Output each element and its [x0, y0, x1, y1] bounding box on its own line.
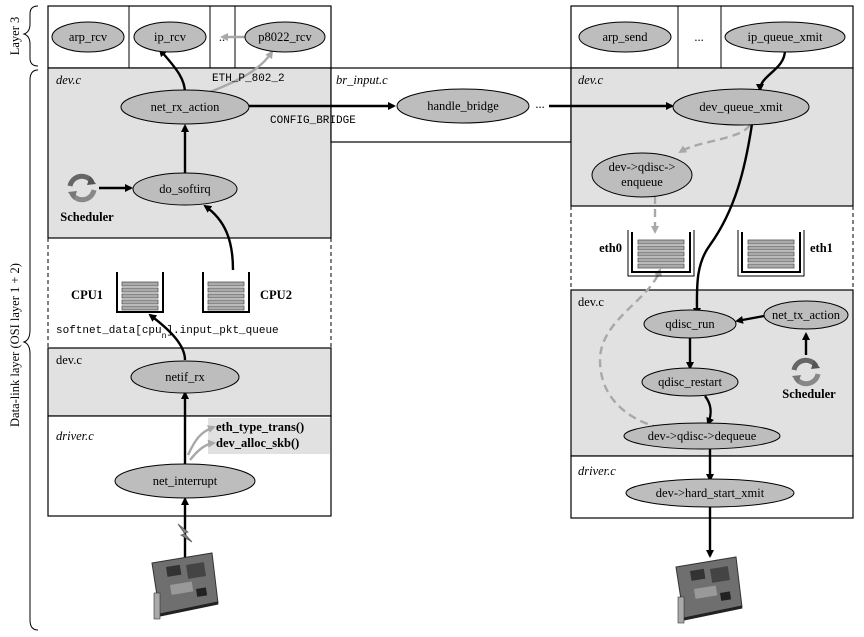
lightning-icon — [177, 523, 193, 543]
network-card-icon — [675, 556, 743, 624]
cpu1-queue-icon — [116, 272, 164, 313]
eth1-queue-icon — [737, 230, 805, 277]
net-tx-action-node — [763, 300, 849, 330]
rx-driver-c-label: driver.c — [56, 429, 94, 443]
eth-p-802-2-label: ETH_P_802_2 — [212, 73, 285, 85]
br-input-label: br_input.c — [336, 73, 388, 87]
tx-layer3-dots: ... — [694, 30, 703, 44]
input-pkt-queue-label: softnet_data[cpun].input_pkt_queue — [56, 325, 279, 341]
qdisc-run-label: qdisc_run — [665, 317, 715, 331]
p8022-rcv-node — [244, 21, 326, 53]
enqueue-node — [591, 152, 693, 198]
cpu2-queue-icon — [202, 272, 250, 313]
eth-type-trans-label: eth_type_trans() — [216, 420, 304, 434]
dev-alloc-skb-label: dev_alloc_skb() — [216, 436, 299, 450]
tx-driver-c-label: driver.c — [578, 464, 616, 478]
handle-bridge-node — [396, 88, 530, 124]
enqueue-label-line1: dev->qdisc-> — [609, 160, 676, 174]
scheduler-cycle-icon — [67, 173, 97, 203]
ip-queue-xmit-node — [724, 21, 846, 53]
dev-queue-xmit-node — [672, 88, 810, 126]
enqueue-label-line2: enqueue — [621, 175, 663, 189]
hard-start-xmit-label: dev->hard_start_xmit — [656, 486, 765, 500]
qdisc-restart-label: qdisc_restart — [658, 375, 722, 389]
scheduler-cycle-icon — [791, 357, 821, 387]
layer3-label: Layer 3 — [8, 17, 22, 56]
config-bridge-label: CONFIG_BRIDGE — [270, 115, 356, 127]
arp-send-label: arp_send — [602, 30, 648, 44]
eth0-queue-icon — [627, 230, 695, 277]
netif-rx-node — [130, 360, 240, 394]
rx-dev-c-label: dev.c — [56, 73, 82, 87]
eth0-label: eth0 — [599, 241, 622, 255]
net-interrupt-label: net_interrupt — [153, 474, 218, 488]
handle-bridge-label: handle_bridge — [427, 99, 499, 113]
netif-dev-c-label: dev.c — [56, 353, 82, 367]
dequeue-label: dev->qdisc->dequeue — [648, 429, 757, 443]
tx-scheduler-label: Scheduler — [782, 387, 836, 401]
ip-rcv-node — [133, 21, 207, 53]
arp-send-node — [578, 21, 672, 53]
bridge-dots: ... — [535, 97, 544, 111]
do-softirq-node — [132, 172, 238, 206]
net-tx-action-label: net_tx_action — [772, 308, 841, 322]
qdisc-run-node — [643, 309, 737, 339]
do-softirq-label: do_softirq — [159, 182, 211, 196]
ip-rcv-label: ip_rcv — [154, 30, 187, 44]
hard-start-xmit-node — [625, 478, 795, 508]
datalink-layer-label: Data-link layer (OSI layer 1 + 2) — [8, 263, 22, 427]
arp-rcv-label: arp_rcv — [69, 30, 108, 44]
rx-layer3-dots: .. — [219, 30, 225, 44]
cpu1-label: CPU1 — [71, 288, 103, 302]
eth1-label: eth1 — [810, 241, 833, 255]
net-rx-action-node — [120, 89, 250, 125]
qdisc-restart-node — [641, 367, 739, 397]
net-rx-action-label: net_rx_action — [151, 100, 220, 114]
cpu2-label: CPU2 — [260, 288, 292, 302]
net-interrupt-node — [114, 463, 256, 499]
p8022-rcv-label: p8022_rcv — [258, 30, 312, 44]
dev-queue-xmit-label: dev_queue_xmit — [699, 100, 783, 114]
rx-scheduler-label: Scheduler — [60, 210, 114, 224]
ip-queue-xmit-label: ip_queue_xmit — [748, 30, 824, 44]
tx-dev-c-label: dev.c — [578, 73, 604, 87]
netif-rx-label: netif_rx — [165, 370, 205, 384]
dequeue-node — [623, 422, 781, 450]
tx-qdisc-dev-c-label: dev.c — [578, 295, 604, 309]
arp-rcv-node — [51, 21, 125, 53]
network-card-icon — [151, 552, 219, 620]
